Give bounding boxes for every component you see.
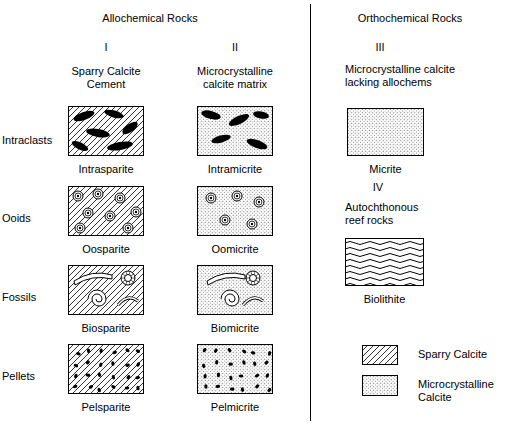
header-label: Ooids: [2, 212, 66, 225]
header-label: Microcrystalline calcite matrix: [185, 65, 285, 91]
legend-text: Microcrystalline Calcite: [418, 378, 507, 404]
rock-name: Oomicrite: [197, 243, 273, 256]
header-label: II: [215, 41, 255, 54]
rock-type-box: Oosparite: [68, 186, 144, 256]
header-label: Autochthonous reef rocks: [345, 201, 433, 227]
texture-sample: [345, 238, 424, 286]
header-label: Allochemical Rocks: [80, 12, 220, 25]
texture-sample: [68, 344, 144, 394]
texture-sample: [197, 186, 273, 236]
header-label: IV: [358, 181, 398, 194]
texture-sample: [68, 186, 144, 236]
legend-entry: Sparry Calcite: [362, 345, 507, 375]
rock-name: Oosparite: [68, 243, 144, 256]
rock-name: Biomicrite: [197, 322, 273, 335]
texture-sample: [68, 106, 144, 156]
header-label: III: [360, 41, 400, 54]
header-label: Microcrystalline calcite lacking alloche…: [345, 63, 485, 89]
rock-name: Pelmicrite: [197, 401, 273, 414]
header-label: Sparry Calcite Cement: [66, 65, 146, 91]
rock-type-box: Biosparite: [68, 265, 144, 335]
header-label: I: [86, 41, 126, 54]
legend-swatch: [362, 375, 398, 396]
header-label: Fossils: [2, 291, 66, 304]
texture-sample: [68, 265, 144, 315]
rock-type-box: Intrasparite: [68, 106, 144, 176]
texture-sample: [197, 265, 273, 315]
rock-type-box: Micrite: [347, 108, 424, 176]
rock-type-box: Pelsparite: [68, 344, 144, 414]
header-label: Intraclasts: [2, 134, 66, 147]
texture-sample: [347, 108, 424, 156]
rock-type-box: Biolithite: [345, 238, 424, 306]
rock-type-box: Pelmicrite: [197, 344, 273, 414]
rock-type-box: Oomicrite: [197, 186, 273, 256]
legend-swatch: [362, 345, 398, 365]
rock-name: Micrite: [347, 163, 424, 176]
rock-name: Intramicrite: [197, 163, 273, 176]
texture-sample: [197, 344, 273, 394]
rock-name: Pelsparite: [68, 401, 144, 414]
rock-name: Biolithite: [345, 293, 424, 306]
legend-entry: Microcrystalline Calcite: [362, 375, 507, 405]
rock-name: Biosparite: [68, 322, 144, 335]
rock-type-box: Biomicrite: [197, 265, 273, 335]
rock-name: Intrasparite: [68, 163, 144, 176]
legend-text: Sparry Calcite: [418, 348, 507, 361]
texture-sample: [197, 106, 273, 156]
header-label: Orthochemical Rocks: [340, 12, 480, 25]
header-label: Pellets: [2, 370, 66, 383]
rock-type-box: Intramicrite: [197, 106, 273, 176]
